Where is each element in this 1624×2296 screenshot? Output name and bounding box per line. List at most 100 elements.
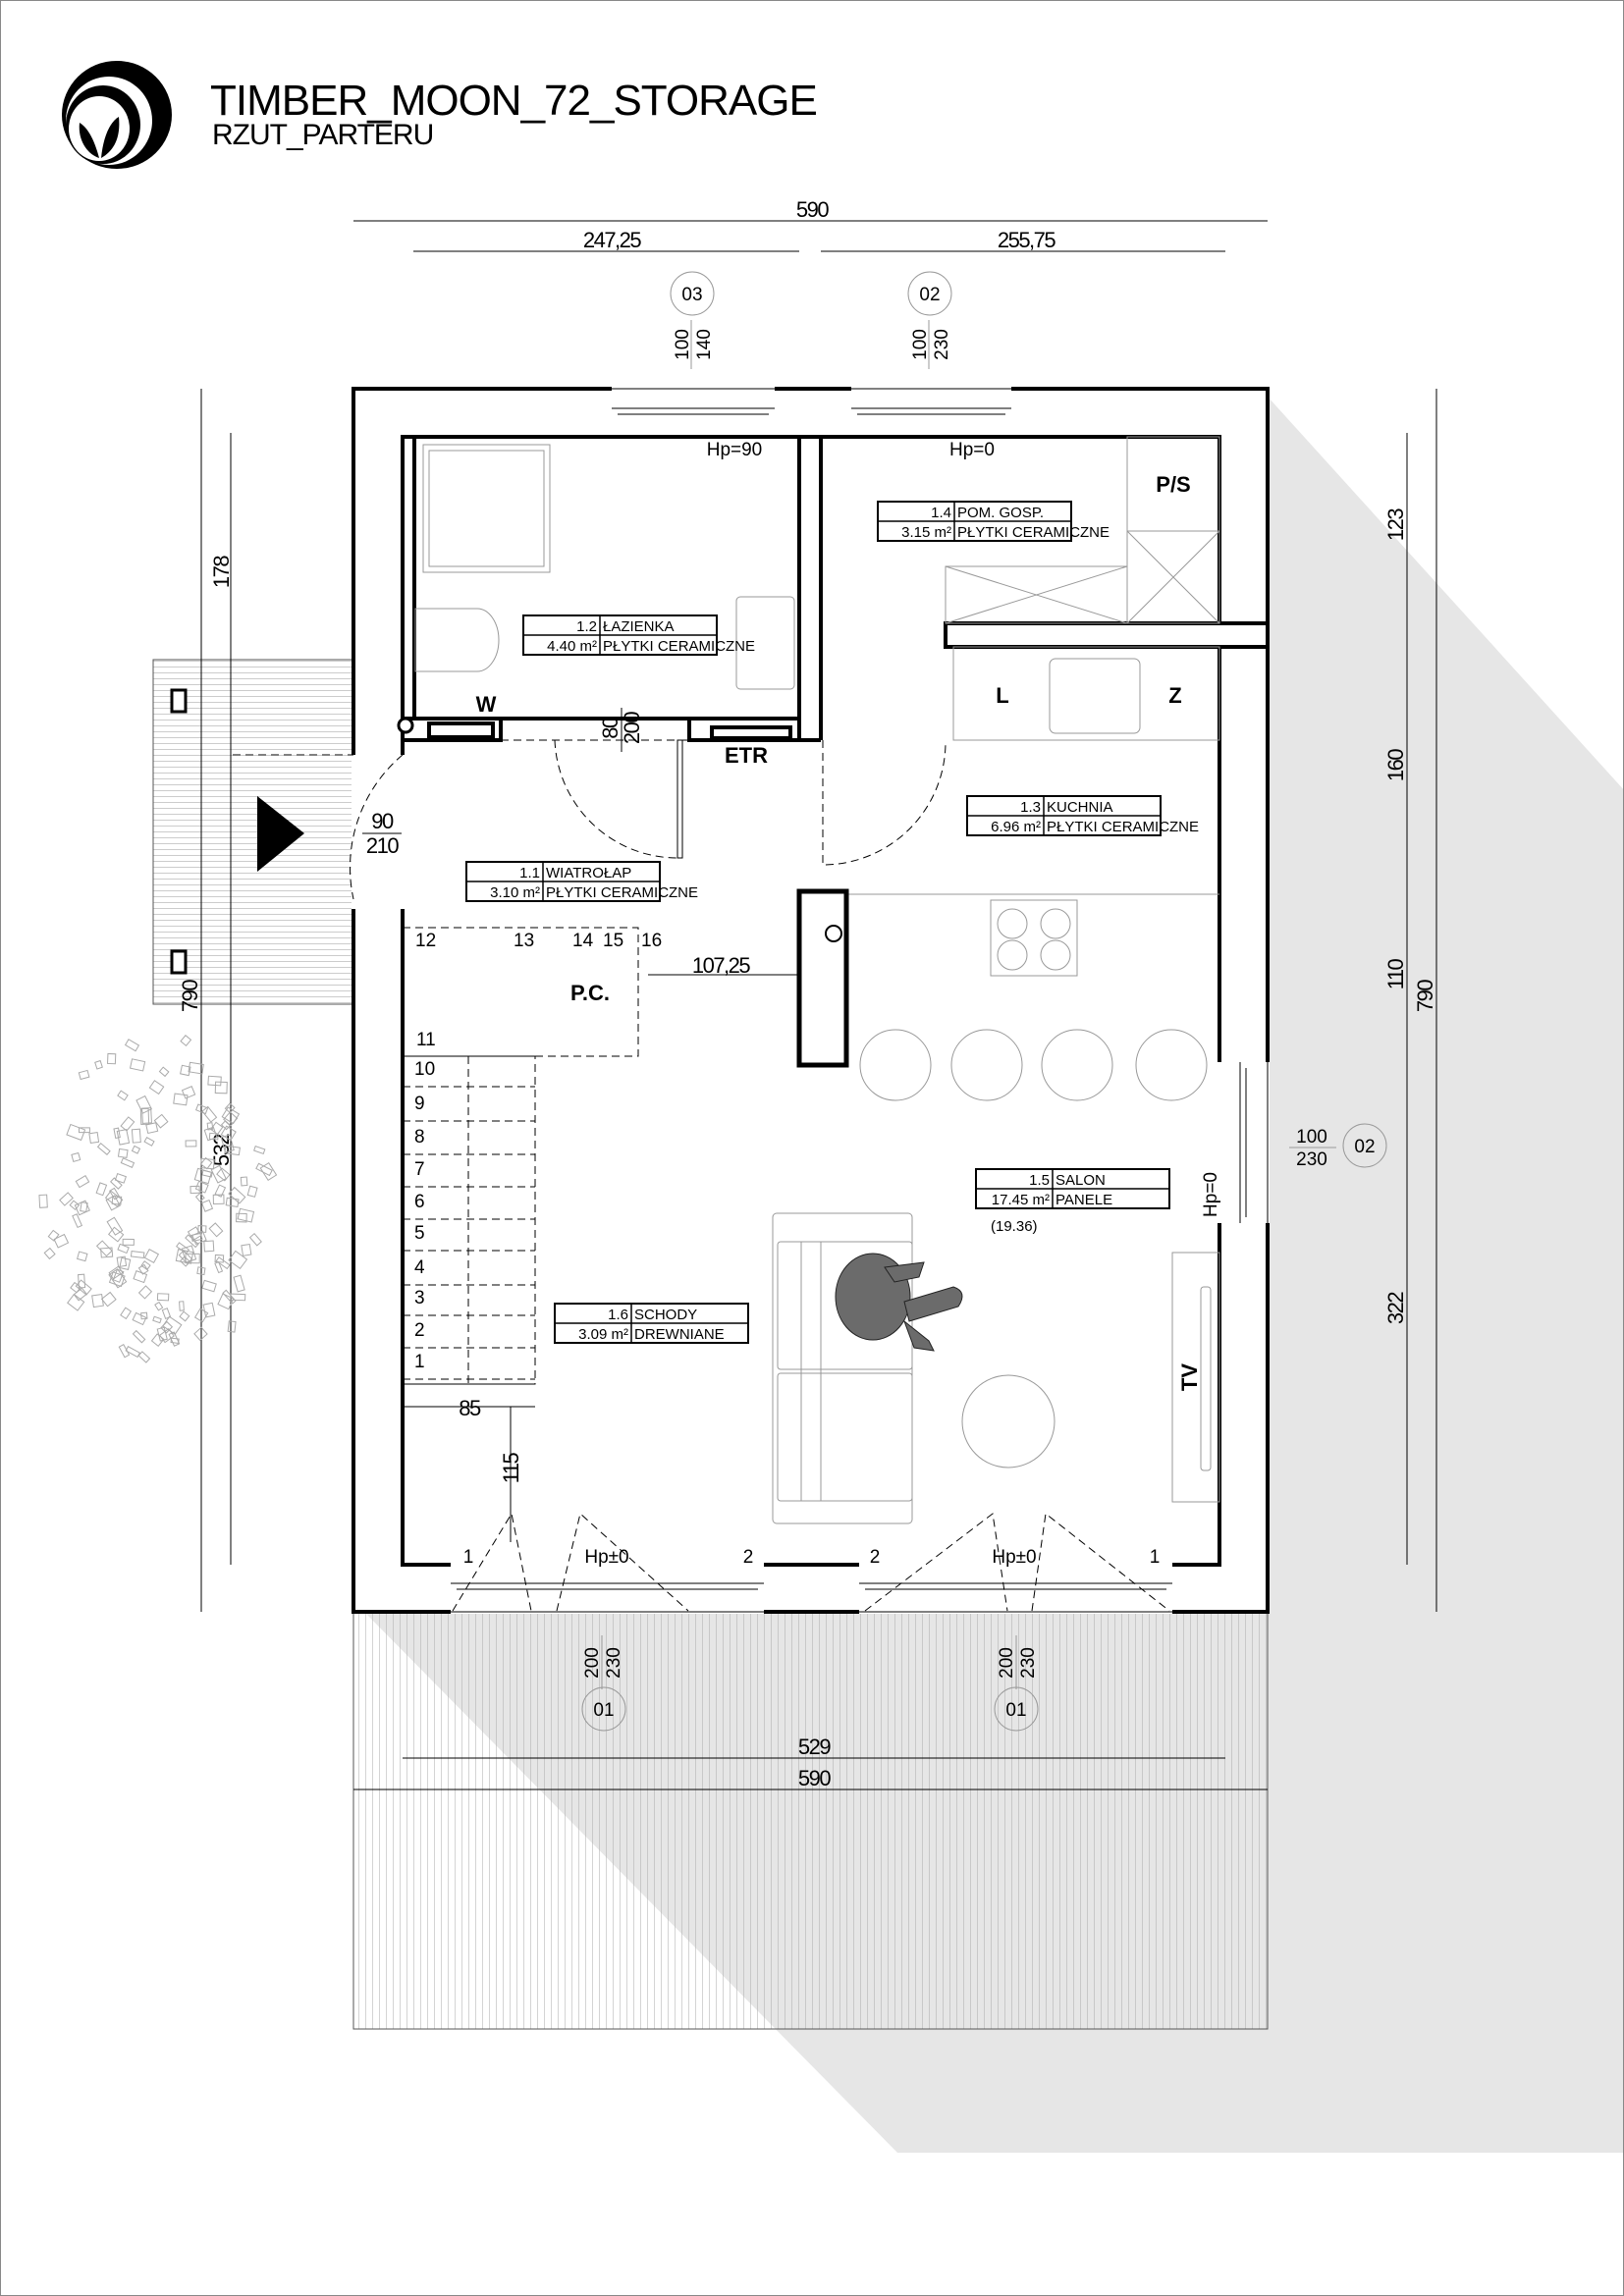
entrance-door-height: 210 xyxy=(366,833,399,858)
tree-leaf xyxy=(38,1194,48,1208)
bathroom-door[interactable] xyxy=(501,718,689,859)
dim-left-upper: 178 xyxy=(209,556,234,588)
sofa xyxy=(772,1212,913,1524)
tree-leaf xyxy=(106,1216,124,1236)
tree-leaf xyxy=(175,1249,194,1264)
tree-leaf xyxy=(195,1103,209,1115)
tree-leaf xyxy=(237,1207,255,1223)
dim-stair-offset: 115 xyxy=(499,1452,523,1483)
tree-leaf xyxy=(199,1157,215,1170)
stair-step-number: 15 xyxy=(603,931,623,951)
tree-leaf xyxy=(180,1064,191,1077)
tree-leaf xyxy=(173,1093,189,1106)
tree-leaf xyxy=(199,1156,213,1170)
kitchen-door-swing[interactable] xyxy=(822,740,947,866)
hp-bath: Hp=90 xyxy=(707,440,763,460)
window-bottom-right xyxy=(859,1563,1172,1614)
dimension-left: 178 790 532 xyxy=(178,389,234,1612)
window-tag-bottom-left: 200 230 01 xyxy=(581,1635,626,1732)
tree-leaf xyxy=(241,1243,252,1256)
hp-right-window: Hp=0 xyxy=(1201,1172,1221,1217)
tree-leaf xyxy=(158,1327,175,1344)
stair-step-number: 7 xyxy=(414,1159,425,1180)
tree-leaf xyxy=(131,1128,141,1144)
room-name: SCHODY xyxy=(634,1307,697,1323)
window-tag-top-left: 03 100 140 xyxy=(670,271,715,369)
window-tag-label: 02 xyxy=(1354,1137,1375,1157)
bath-door-width: 80 xyxy=(598,717,623,739)
fridge-label: L xyxy=(996,683,1008,708)
tree-leaf xyxy=(140,1260,151,1271)
sash-number: 1 xyxy=(1150,1547,1161,1568)
room-name: POM. GOSP. xyxy=(957,505,1044,521)
tree-leaf xyxy=(185,1253,200,1264)
cooktop xyxy=(990,899,1078,977)
dim-right-2: 160 xyxy=(1383,749,1408,781)
terrace-decking xyxy=(352,1611,1269,2030)
window-width: 100 xyxy=(910,329,931,360)
tree-leaf xyxy=(112,1268,125,1283)
entrance-door[interactable] xyxy=(233,754,405,909)
island-post xyxy=(825,925,842,942)
tree-leaf xyxy=(95,1240,113,1257)
terrace-door-right-swing[interactable] xyxy=(864,1513,1170,1612)
stair-step-number: 13 xyxy=(514,931,534,951)
bar-stools xyxy=(859,1029,1208,1101)
tree-leaf xyxy=(227,1320,237,1333)
window-top-right xyxy=(851,387,1011,439)
room-floor: PANELE xyxy=(1056,1192,1112,1208)
bath-door-height: 200 xyxy=(620,712,644,744)
room-number: 1.3 xyxy=(1020,799,1041,816)
tree-leaf xyxy=(203,1240,215,1253)
tree-leaf xyxy=(113,1127,121,1140)
tree-leaf xyxy=(108,1265,124,1280)
stair-step-number: 11 xyxy=(416,1030,436,1050)
tree-leaf xyxy=(228,1250,248,1270)
tree-leaf xyxy=(120,1157,135,1169)
tree-leaf xyxy=(120,1307,133,1320)
dimension-bottom: 529 590 xyxy=(353,1735,1268,1790)
tree-leaf xyxy=(158,1066,170,1078)
deck-post xyxy=(170,949,188,975)
tree-leaf xyxy=(104,1190,124,1207)
tree-leaf xyxy=(137,1263,149,1275)
dim-top-left: 247,25 xyxy=(583,228,642,252)
sash-number: 2 xyxy=(743,1547,754,1568)
hp-utility: Hp=0 xyxy=(949,440,995,460)
tree-leaf xyxy=(43,1247,56,1260)
freezer-label: Z xyxy=(1168,683,1181,708)
room-floor: PŁYTKI CERAMICZNE xyxy=(957,524,1110,541)
window-bottom-left xyxy=(451,1563,764,1614)
room-name: SALON xyxy=(1056,1172,1106,1189)
tree-leaf xyxy=(208,1222,224,1238)
tree-leaf xyxy=(185,1140,197,1148)
tree-leaf xyxy=(117,1243,130,1255)
room-number: 1.2 xyxy=(576,618,597,635)
terrace-door-left-swing[interactable] xyxy=(452,1512,689,1612)
dim-right-4: 322 xyxy=(1383,1292,1408,1324)
kitchen-counter xyxy=(952,646,1220,741)
salon-extra-area: (19.36) xyxy=(991,1218,1038,1235)
entrance-arrow-icon xyxy=(257,796,304,872)
window-height: 140 xyxy=(694,329,715,360)
logo xyxy=(62,61,172,169)
hp-bottom-right: Hp±0 xyxy=(992,1547,1036,1568)
tree-leaf xyxy=(221,1106,241,1125)
tree-leaf xyxy=(225,1197,240,1207)
tree-leaf xyxy=(156,1326,168,1342)
kitchen-sink xyxy=(1049,658,1141,734)
stair-step-number: 14 xyxy=(572,931,594,951)
burners xyxy=(997,908,1071,971)
tree-leaf xyxy=(181,1245,197,1263)
tree-leaf xyxy=(212,1194,225,1204)
tree-leaf xyxy=(109,1187,121,1201)
tree-leaf xyxy=(214,1254,225,1263)
tree-leaf xyxy=(201,1279,217,1293)
tree-leaf xyxy=(224,1145,241,1156)
dim-right-total: 790 xyxy=(1413,980,1437,1012)
deck-post xyxy=(170,688,188,714)
window-height: 230 xyxy=(604,1647,624,1679)
window-tag-label: 01 xyxy=(593,1700,614,1721)
